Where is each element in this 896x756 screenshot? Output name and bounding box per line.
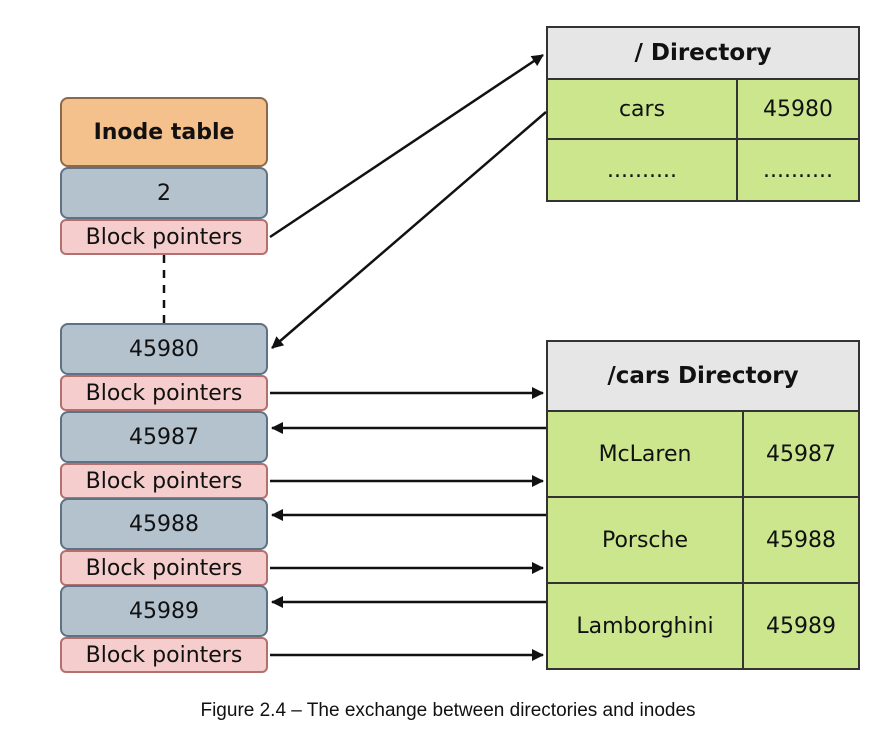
- root-dir-entry-inode: ..........: [736, 138, 860, 202]
- entry-inode-text: ..........: [763, 157, 833, 183]
- entry-name-text: cars: [618, 96, 666, 122]
- root-directory-title: / Directory: [634, 40, 772, 66]
- block-pointers-label: Block pointers: [85, 224, 243, 250]
- inode-table-title: Inode table: [93, 119, 235, 145]
- entry-name-text: Lamborghini: [576, 613, 714, 639]
- inode-number: 2: [157, 180, 171, 206]
- inode-table-header: Inode table: [60, 97, 268, 167]
- entry-name-text: ..........: [607, 157, 677, 183]
- inode-entry-2: 2: [60, 167, 268, 219]
- cars-dir-entry-name: Porsche: [546, 496, 744, 584]
- cars-dir-entry-name: McLaren: [546, 410, 744, 498]
- entry-inode-text: 45988: [766, 527, 836, 553]
- entry-inode-text: 45987: [766, 441, 836, 467]
- block-pointers-label: Block pointers: [85, 380, 243, 406]
- block-pointers-label: Block pointers: [85, 468, 243, 494]
- entry-name-text: McLaren: [598, 441, 692, 467]
- cars-dir-entry-name: Lamborghini: [546, 582, 744, 670]
- entry-name-text: Porsche: [601, 527, 689, 553]
- inode-block-pointers: Block pointers: [60, 463, 268, 499]
- entry-inode-text: 45980: [763, 96, 833, 122]
- cars-dir-entry-inode: 45988: [742, 496, 860, 584]
- root-dir-entry-name: cars: [546, 78, 738, 140]
- inode-number: 45988: [129, 511, 199, 537]
- entry-inode-text: 45989: [766, 613, 836, 639]
- inode-number: 45987: [129, 424, 199, 450]
- root-dir-entry-inode: 45980: [736, 78, 860, 140]
- figure-caption: Figure 2.4 – The exchange between direct…: [200, 700, 696, 721]
- inode-number: 45989: [129, 598, 199, 624]
- inode-block-pointers: Block pointers: [60, 219, 268, 255]
- block-pointers-label: Block pointers: [85, 642, 243, 668]
- root-dir-entry-name: ..........: [546, 138, 738, 202]
- block-pointers-label: Block pointers: [85, 555, 243, 581]
- inode-entry-45980: 45980: [60, 323, 268, 375]
- cars-directory-header: /cars Directory: [546, 340, 860, 412]
- inode-block-pointers: Block pointers: [60, 375, 268, 411]
- inode-block-pointers: Block pointers: [60, 637, 268, 673]
- arrow-root-pointer-to-root-dir: [269, 53, 544, 239]
- root-directory-header: / Directory: [546, 26, 860, 80]
- inode-number: 45980: [129, 336, 199, 362]
- cars-dir-entry-inode: 45987: [742, 410, 860, 498]
- arrow-cars-entry-to-inode-45980: [271, 111, 547, 349]
- inode-entry-45988: 45988: [60, 498, 268, 550]
- inode-entry-45989: 45989: [60, 585, 268, 637]
- cars-directory-title: /cars Directory: [607, 363, 799, 389]
- inode-block-pointers: Block pointers: [60, 550, 268, 586]
- inode-entry-45987: 45987: [60, 411, 268, 463]
- cars-dir-entry-inode: 45989: [742, 582, 860, 670]
